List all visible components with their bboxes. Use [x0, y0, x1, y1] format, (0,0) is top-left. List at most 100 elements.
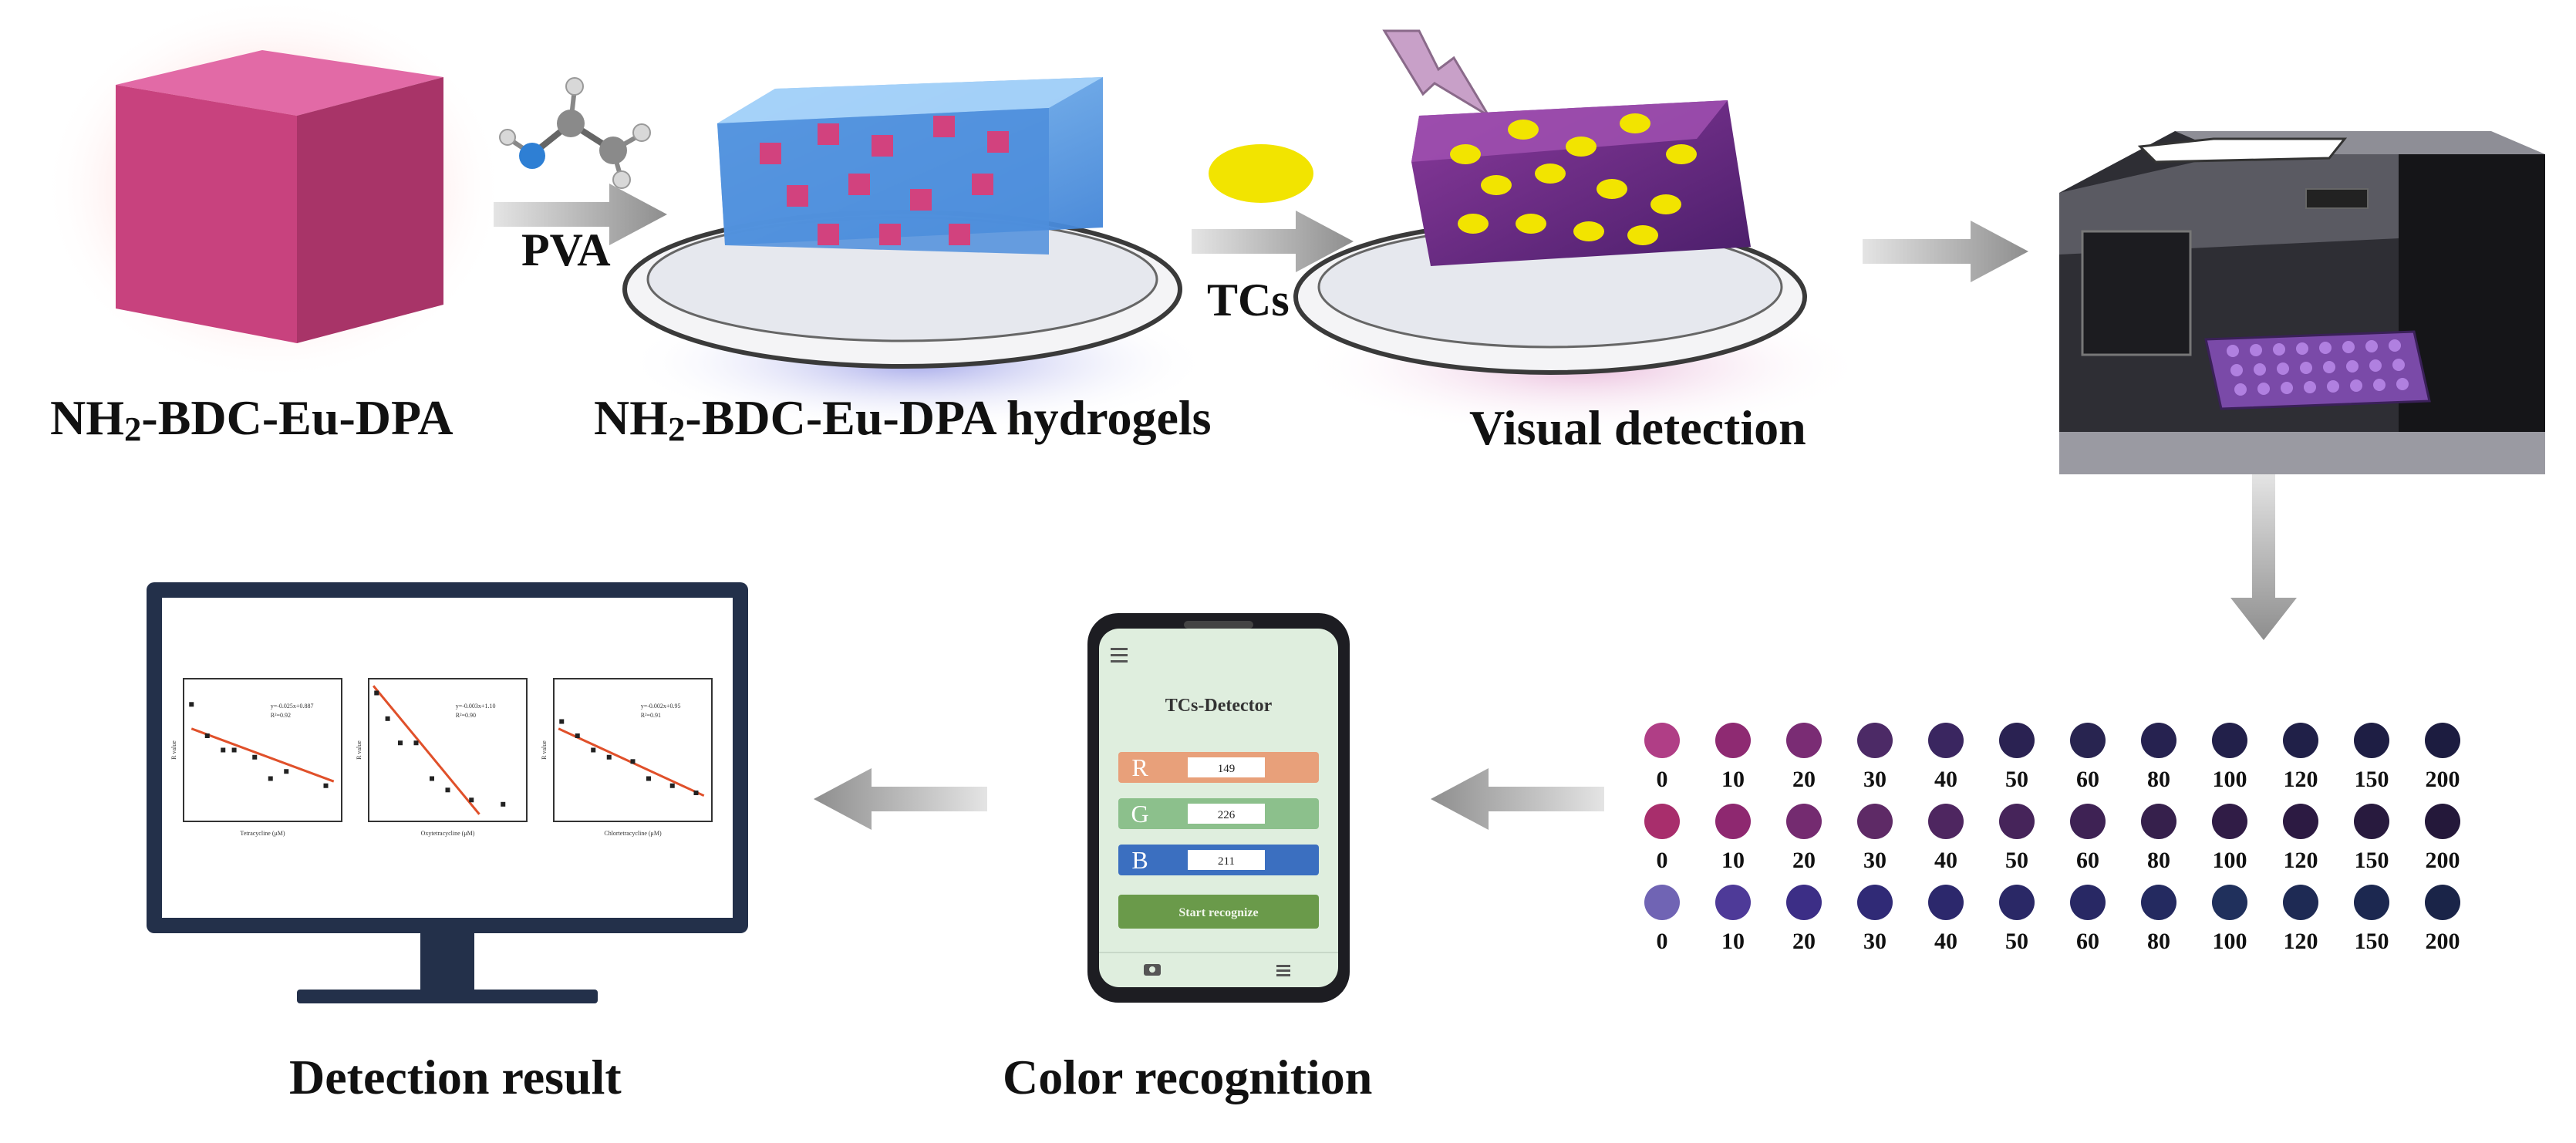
color-dot [1644, 723, 1680, 758]
list-icon[interactable] [1276, 965, 1290, 976]
x-axis-label: Chlortetracycline (μM) [604, 830, 662, 837]
concentration-label: 0 [1657, 848, 1668, 873]
color-dot [1999, 885, 2035, 920]
concentration-label: 20 [1792, 929, 1816, 954]
concentration-label: 200 [2426, 848, 2460, 873]
color-dot [1999, 804, 2035, 839]
data-point [268, 776, 273, 781]
color-dot [2141, 885, 2176, 920]
purple-hydrogel-dish [1293, 100, 1866, 436]
channel-value-field[interactable] [1188, 757, 1265, 777]
concentration-label: 30 [1863, 848, 1886, 873]
data-point [221, 747, 226, 753]
start-recognize-label: Start recognize [1178, 906, 1258, 919]
concentration-label: 10 [1721, 848, 1745, 873]
concentration-label: 80 [2147, 929, 2170, 954]
concentration-label: 120 [2284, 767, 2318, 792]
channel-value-field[interactable] [1188, 850, 1265, 870]
hydrogel-label: NH2-BDC-Eu-DPA hydrogels [594, 390, 1212, 449]
color-dot [2425, 885, 2460, 920]
concentration-label: 60 [2076, 848, 2099, 873]
channel-value: 226 [1218, 809, 1236, 821]
data-point [469, 797, 474, 803]
color-dot [1857, 723, 1893, 758]
data-point [501, 801, 506, 807]
color-dot [2354, 804, 2389, 839]
menu-icon[interactable] [1111, 648, 1128, 663]
data-point [252, 754, 258, 760]
mof-label: NH2-BDC-Eu-DPA [50, 390, 453, 449]
data-point [630, 759, 636, 764]
data-point [559, 719, 565, 724]
concentration-label: 50 [2005, 848, 2028, 873]
gray-flow-arrow-icon [494, 184, 667, 245]
concentration-label: 150 [2355, 848, 2389, 873]
channel-letter: B [1131, 846, 1148, 874]
color-dot [2354, 723, 2389, 758]
concentration-label: 30 [1863, 929, 1886, 954]
concentration-label: 10 [1721, 929, 1745, 954]
color-dot [1715, 804, 1751, 839]
concentration-label: 0 [1657, 767, 1668, 792]
data-point [189, 702, 194, 707]
color-dot [1786, 804, 1822, 839]
data-point [445, 787, 450, 793]
concentration-label: 60 [2076, 929, 2099, 954]
color-dot [1857, 804, 1893, 839]
color-dot [2283, 723, 2318, 758]
data-point [575, 733, 580, 738]
channel-value-field[interactable] [1188, 804, 1265, 824]
data-point [606, 754, 612, 760]
concentration-label: 50 [2005, 767, 2028, 792]
gray-flow-arrow-icon [1431, 768, 1604, 830]
concentration-label: 80 [2147, 848, 2170, 873]
color-dot [1644, 804, 1680, 839]
data-point [693, 791, 699, 795]
fit-line [191, 727, 335, 783]
color-dot [1928, 723, 1964, 758]
camera-icon[interactable] [1144, 964, 1161, 976]
gray-flow-arrow-icon [2230, 474, 2297, 640]
concentration-label: 200 [2426, 929, 2460, 954]
data-point [204, 733, 210, 738]
color-dot [2141, 723, 2176, 758]
concentration-label: 150 [2355, 929, 2389, 954]
color-dot [1715, 885, 1751, 920]
yellow-tc-drop-icon [1209, 144, 1313, 203]
color-dot [1786, 723, 1822, 758]
pva-molecule-icon [499, 77, 651, 189]
tcs-label: TCs [1207, 275, 1290, 325]
color-dot [1928, 885, 1964, 920]
concentration-label: 0 [1657, 929, 1668, 954]
data-point [385, 716, 390, 721]
y-axis-label: R value [170, 740, 177, 760]
color-dot [2070, 723, 2106, 758]
visual-detection-label: Visual detection [1469, 400, 1806, 455]
data-point [430, 776, 434, 781]
concentration-label: 10 [1721, 767, 1745, 792]
blue-hydrogel-dish [622, 77, 1211, 432]
color-dot [2212, 804, 2247, 839]
gray-flow-arrow-icon [1192, 211, 1354, 272]
concentration-label: 60 [2076, 767, 2099, 792]
concentration-label: 20 [1792, 767, 1816, 792]
start-recognize-button[interactable] [1118, 895, 1319, 929]
concentration-label: 50 [2005, 929, 2028, 954]
legend-equation: y=-0.002x+0.95 [641, 703, 681, 710]
concentration-label: 80 [2147, 767, 2170, 792]
x-axis-label: Oxytetracycline (μM) [421, 830, 475, 837]
fit-line [372, 685, 480, 815]
legend-r2: R²=0.90 [456, 712, 476, 719]
color-recognition-label: Color recognition [1003, 1050, 1373, 1104]
data-point [323, 783, 329, 788]
data-point [284, 769, 289, 774]
data-point [591, 747, 596, 753]
data-point [646, 776, 651, 781]
